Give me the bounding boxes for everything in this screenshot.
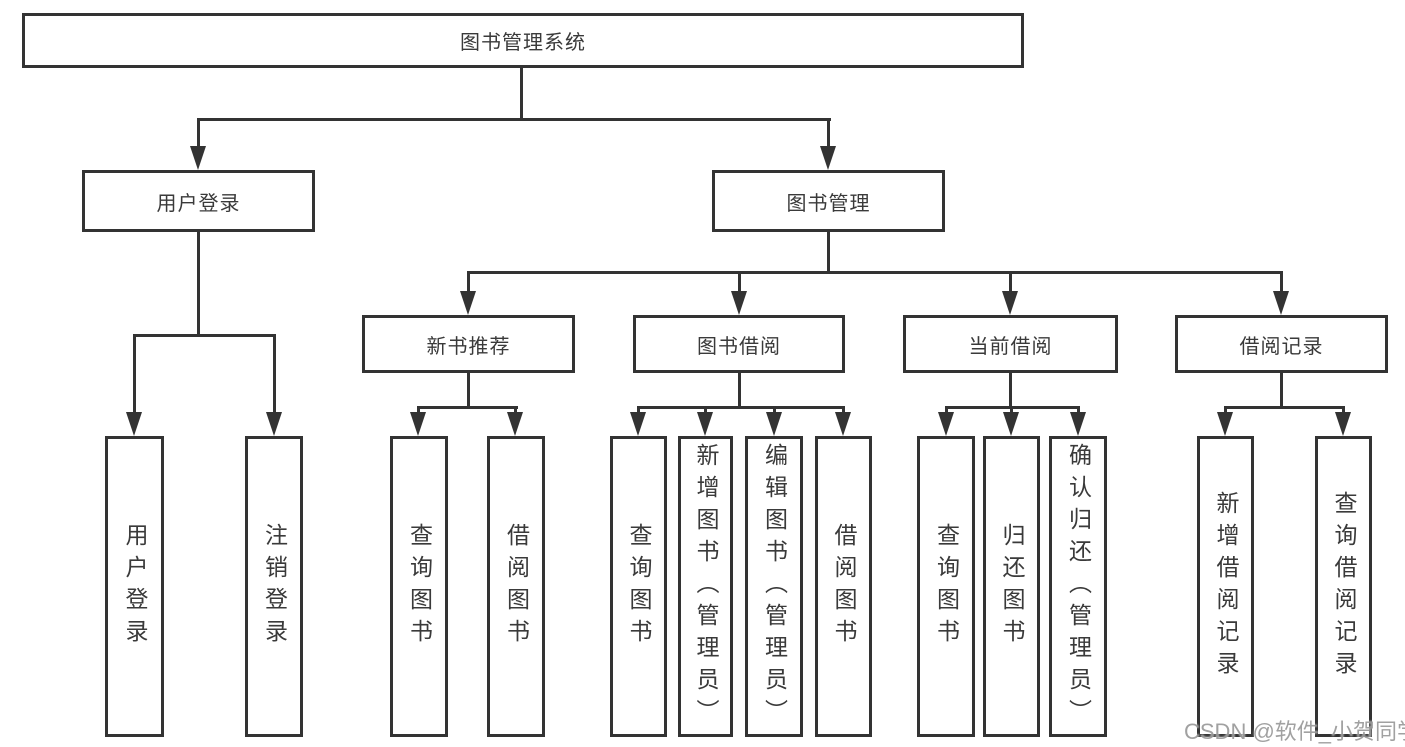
node-book-management: 图书管理 (712, 170, 945, 232)
connector-book-mgmt-stem (827, 232, 830, 274)
arrowhead-cb-confirm (1070, 412, 1086, 436)
connector-drop-bb-add (704, 406, 707, 416)
node-label: 用户登录 (122, 522, 148, 651)
node-label: 借阅记录 (1239, 335, 1324, 358)
connector-user-login-stem (197, 232, 200, 336)
arrowhead-leaf-logout (266, 412, 282, 436)
connector-drop-cb-return (1010, 406, 1013, 416)
connector-drop-cb-confirm (1077, 406, 1080, 416)
arrowhead-leaf-login (126, 412, 142, 436)
node-label: 当前借阅 (968, 335, 1053, 358)
connector-drop-borrow-records (1280, 271, 1283, 295)
connector-drop-book-borrow (738, 271, 741, 295)
arrowhead-br-query (1335, 412, 1351, 436)
leaf-newbook-query-books: 查询图书 (390, 436, 448, 737)
connector-new-book-rail (418, 406, 518, 409)
arrowhead-new-book (460, 291, 476, 315)
arrowhead-bb-add (697, 412, 713, 436)
connector-borrow-records-stem (1280, 373, 1283, 409)
connector-drop-new-book (467, 271, 470, 295)
connector-drop-book-mgmt (827, 118, 830, 150)
connector-book-borrow-rail (637, 406, 845, 409)
node-user-login: 用户登录 (82, 170, 315, 232)
leaf-current-confirm-return-admin: 确认归还（管理员） (1049, 436, 1107, 737)
node-label: 借阅图书 (831, 522, 857, 651)
connector-drop-nb-borrow (514, 406, 517, 416)
connector-drop-bb-edit (773, 406, 776, 416)
node-label: 新书推荐 (426, 335, 511, 358)
node-borrowing-records: 借阅记录 (1175, 315, 1388, 373)
node-label: 图书借阅 (697, 335, 781, 358)
node-label: 注销登录 (261, 522, 288, 651)
arrowhead-book-borrow (731, 291, 747, 315)
connector-drop-user-login (197, 118, 200, 150)
leaf-current-return-books: 归还图书 (983, 436, 1040, 737)
connector-drop-nb-query (417, 406, 420, 416)
connector-user-login-rail (133, 334, 276, 337)
leaf-current-query-books: 查询图书 (917, 436, 975, 737)
node-label: 确认归还（管理员） (1065, 442, 1092, 731)
leaf-logout: 注销登录 (245, 436, 303, 737)
node-label: 新增借阅记录 (1213, 490, 1239, 683)
leaf-newbook-borrow-books: 借阅图书 (487, 436, 545, 737)
arrowhead-nb-borrow (507, 412, 523, 436)
node-label: 查询图书 (626, 522, 652, 651)
node-label: 查询图书 (933, 522, 960, 651)
leaf-records-add-record: 新增借阅记录 (1197, 436, 1254, 737)
arrowhead-nb-query (410, 412, 426, 436)
connector-root-stem (520, 68, 523, 120)
arrowhead-book-mgmt (820, 146, 836, 170)
arrowhead-user-login (190, 146, 206, 170)
leaf-records-query-record: 查询借阅记录 (1315, 436, 1372, 737)
connector-drop-bb-borrow (842, 406, 845, 416)
connector-drop-cb-query (945, 406, 948, 416)
arrowhead-br-add (1217, 412, 1233, 436)
connector-borrow-records-rail (1224, 406, 1345, 409)
node-current-borrowing: 当前借阅 (903, 315, 1118, 373)
node-label: 图书管理系统 (460, 32, 586, 54)
connector-root-rail (198, 118, 831, 121)
arrowhead-cb-query (938, 412, 954, 436)
connector-drop-leaf-login (133, 334, 136, 416)
node-label: 编辑图书（管理员） (761, 442, 788, 731)
node-label: 新增图书（管理员） (693, 442, 719, 731)
connector-drop-br-add (1224, 406, 1227, 416)
connector-current-borrow-stem (1009, 373, 1012, 409)
leaf-user-login: 用户登录 (105, 436, 164, 737)
arrowhead-bb-edit (766, 412, 782, 436)
leaf-borrowing-query-books: 查询图书 (610, 436, 667, 737)
connector-drop-bb-query (637, 406, 640, 416)
arrowhead-bb-borrow (835, 412, 851, 436)
leaf-borrowing-edit-books-admin: 编辑图书（管理员） (745, 436, 803, 737)
leaf-borrowing-add-books-admin: 新增图书（管理员） (678, 436, 733, 737)
arrowhead-cb-return (1003, 412, 1019, 436)
csdn-watermark: CSDN @软件_小贺同学 (1184, 719, 1405, 744)
node-root-system: 图书管理系统 (22, 13, 1024, 68)
arrowhead-borrow-records (1273, 291, 1289, 315)
connector-drop-leaf-logout (273, 334, 276, 416)
node-label: 借阅图书 (503, 522, 530, 651)
connector-book-borrow-stem (738, 373, 741, 409)
node-label: 图书管理 (786, 192, 871, 215)
connector-drop-br-query (1342, 406, 1345, 416)
leaf-borrowing-borrow-books: 借阅图书 (815, 436, 872, 737)
node-label: 用户登录 (156, 192, 241, 215)
connector-new-book-stem (467, 373, 470, 409)
arrowhead-current-borrow (1002, 291, 1018, 315)
connector-book-mgmt-rail (467, 271, 1283, 274)
node-label: 查询借阅记录 (1331, 490, 1357, 683)
node-new-book-recommend: 新书推荐 (362, 315, 575, 373)
node-book-borrowing: 图书借阅 (633, 315, 845, 373)
node-label: 查询图书 (406, 522, 433, 651)
arrowhead-bb-query (630, 412, 646, 436)
node-label: 归还图书 (999, 522, 1025, 651)
connector-drop-current-borrow (1009, 271, 1012, 295)
